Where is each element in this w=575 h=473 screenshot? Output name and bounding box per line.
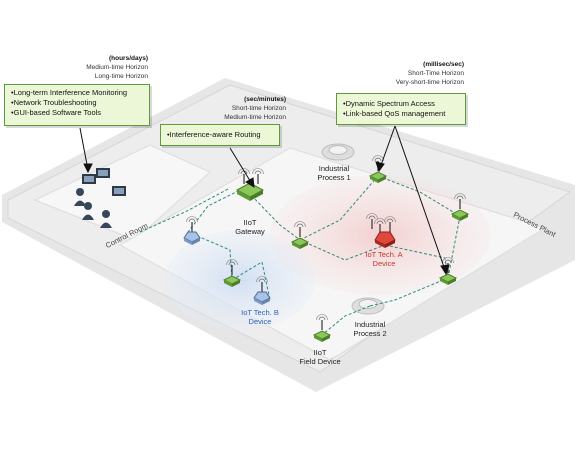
tech-b-label: IoT Tech. B Device <box>228 308 292 326</box>
network-links <box>187 175 461 336</box>
field-device-label: IIoT Field Device <box>288 348 352 366</box>
control-horizon-line-2: Long-time Horizon <box>94 73 148 80</box>
spectrum-horizon-line-1: Short-Time Horizon <box>407 70 464 77</box>
routing-horizon-line-2: Medium-time Horizon <box>224 114 286 121</box>
callout-item-dynamic-spectrum: Dynamic Spectrum Access <box>343 99 459 109</box>
callout-item-gui-tools: GUI-based Software Tools <box>11 108 143 118</box>
gateway-label: IIoT Gateway <box>226 218 274 236</box>
tech-b-device-icons <box>183 215 271 305</box>
tech-a-label-line-2: Device <box>372 259 396 268</box>
control-horizon: (hours/days) Medium-time Horizon Long-ti… <box>60 54 148 81</box>
gateway-label-line-2: Gateway <box>235 227 265 236</box>
tech-a-label: IoT Tech. A Device <box>352 250 416 268</box>
tech-a-device-icon <box>373 215 397 248</box>
routing-callout: Interference-aware Routing <box>160 124 280 146</box>
process1-label: Industrial Process 1 <box>302 164 366 182</box>
spectrum-horizon-line-2: Very-short-time Horizon <box>395 79 464 86</box>
callout-item-interference-routing: Interference-aware Routing <box>167 130 273 140</box>
routing-horizon-line-1: Short-time Horizon <box>231 105 286 112</box>
tech-a-label-line-1: IoT Tech. A <box>365 250 403 259</box>
spectrum-horizon: (millisec/sec) Short-Time Horizon Very-s… <box>380 60 464 87</box>
spectrum-horizon-header: (millisec/sec) <box>423 61 464 68</box>
spectrum-callout: Dynamic Spectrum Access Link-based QoS m… <box>336 93 466 125</box>
field-device-label-line-1: IIoT <box>313 348 327 357</box>
iiot-device-icons <box>222 154 470 342</box>
process2-gear-icon <box>351 297 385 315</box>
iiot-gateway-icon <box>235 167 265 201</box>
callout-item-qos: Link-based QoS management <box>343 109 459 119</box>
tech-b-label-line-2: Device <box>248 317 272 326</box>
field-device-label-line-2: Field Device <box>299 357 341 366</box>
routing-horizon-header: (sec/minutes) <box>244 96 286 103</box>
gateway-uplink <box>139 187 231 233</box>
tech-b-label-line-1: IoT Tech. B <box>241 308 279 317</box>
process2-label: Industrial Process 2 <box>338 320 402 338</box>
gateway-label-line-1: IIoT <box>243 218 257 227</box>
process1-gear-icon <box>321 143 355 161</box>
callout-arrows <box>79 125 450 276</box>
process2-label-line-1: Industrial <box>354 320 386 329</box>
routing-horizon: (sec/minutes) Short-time Horizon Medium-… <box>200 95 286 122</box>
process2-label-line-2: Process 2 <box>353 329 387 338</box>
control-horizon-line-1: Medium-time Horizon <box>86 64 148 71</box>
operator-person-icons <box>74 188 112 228</box>
callout-item-interference-monitoring: Long-term Interference Monitoring <box>11 88 143 98</box>
callout-item-troubleshooting: Network Troubleshooting <box>11 98 143 108</box>
control-room-callout: Long-term Interference Monitoring Networ… <box>4 84 150 126</box>
process1-label-line-2: Process 1 <box>317 173 351 182</box>
process1-label-line-1: Industrial <box>318 164 350 173</box>
control-room-workstations <box>82 168 126 196</box>
control-horizon-header: (hours/days) <box>108 55 148 62</box>
